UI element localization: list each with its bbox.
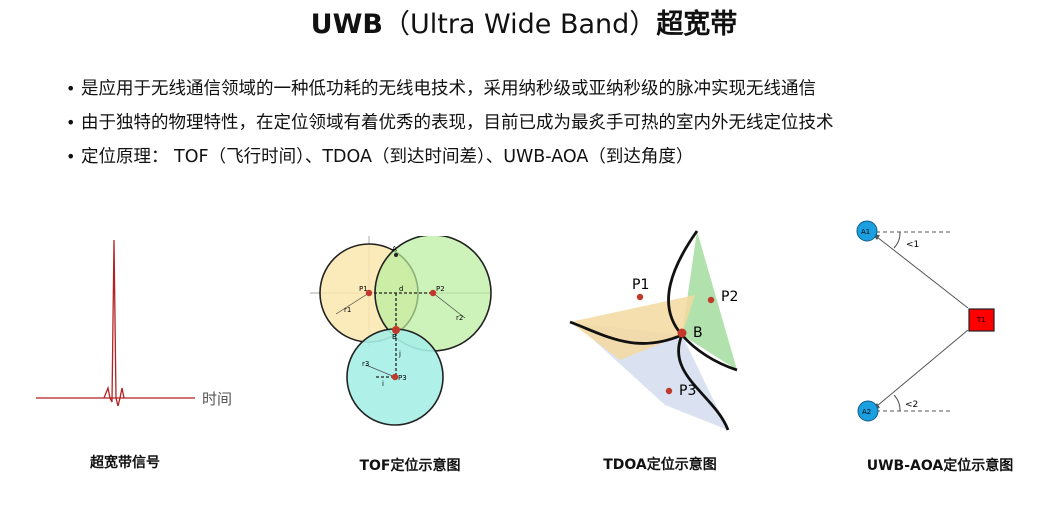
tdoa-label-p2: P2 <box>721 289 738 305</box>
tof-figure: A P1 P2 P3 d r1 r2 r3 i j B <box>310 236 492 426</box>
bullet-text: 是应用于无线通信领域的一种低功耗的无线电技术，采用纳秒级或亚纳秒级的脉冲实现无线… <box>81 79 816 99</box>
tof-label-a: A <box>392 245 397 253</box>
bullet-item: • 由于独特的物理特性，在定位领域有着优秀的表现，目前已成为最炙手可热的室内外无线… <box>66 106 834 140</box>
tdoa-label-b: B <box>693 325 703 341</box>
tdoa-point-p3 <box>665 387 673 395</box>
bullet-icon: • <box>66 147 76 166</box>
tof-label-p1: P1 <box>359 285 368 293</box>
tof-label-b: B <box>392 333 397 341</box>
bullet-icon: • <box>66 79 76 98</box>
title-prefix: UWB <box>310 9 383 40</box>
tdoa-figure: P1 P2 P3 B <box>569 230 738 431</box>
tof-label-d: d <box>399 285 403 293</box>
tof-label-r1: r1 <box>344 306 351 314</box>
tof-point-p1 <box>365 289 373 297</box>
tof-label-i: i <box>382 380 384 388</box>
tof-radius-r3 <box>365 364 396 378</box>
bullet-icon: • <box>66 113 76 132</box>
signal-axis-label: 时间 <box>202 390 232 408</box>
title-middle: （Ultra Wide Band） <box>382 9 657 40</box>
aoa-label-angle-1: <1 <box>906 240 919 250</box>
signal-pulse <box>103 239 125 407</box>
tof-radius-r2 <box>432 292 466 319</box>
aoa-anchor-a2 <box>857 400 879 422</box>
bullet-item: • 定位原理： TOF（飞行时间）、TDOA（到达时间差）、UWB-AOA（到达角… <box>66 140 834 174</box>
tdoa-region-orange <box>570 295 695 360</box>
bullet-list: • 是应用于无线通信领域的一种低功耗的无线电技术，采用纳秒级或亚纳秒级的脉冲实现无… <box>66 72 834 174</box>
tof-point-p2 <box>429 289 437 297</box>
tdoa-label-p1: P1 <box>632 277 649 293</box>
signal-caption: 超宽带信号 <box>90 455 160 471</box>
title-chinese: 超宽带 <box>656 9 738 40</box>
uwb-signal-figure: 时间 <box>36 239 232 408</box>
tof-label-p2: P2 <box>436 285 445 293</box>
aoa-caption: UWB-AOA定位示意图 <box>866 458 1014 474</box>
tof-radius-r1 <box>335 292 370 315</box>
aoa-ray-1 <box>876 236 969 309</box>
tdoa-point-p1 <box>636 293 644 301</box>
bullet-item: • 是应用于无线通信领域的一种低功耗的无线电技术，采用纳秒级或亚纳秒级的脉冲实现无… <box>66 72 834 106</box>
aoa-label-a2: A2 <box>862 408 871 416</box>
aoa-tag-t1 <box>968 308 995 332</box>
tdoa-label-p3: P3 <box>679 383 696 399</box>
tdoa-hyperbola-3 <box>677 334 730 431</box>
aoa-anchor-a1 <box>856 220 878 242</box>
aoa-angle-arc-2 <box>893 394 901 412</box>
tof-point-a <box>394 253 398 257</box>
tdoa-point-b <box>677 328 687 338</box>
aoa-label-t1: T1 <box>976 316 986 324</box>
aoa-label-angle-2: <2 <box>905 400 918 410</box>
tof-label-r3: r3 <box>362 360 369 368</box>
tof-point-p3 <box>391 373 399 381</box>
bullet-text: 由于独特的物理特性，在定位领域有着优秀的表现，目前已成为最炙手可热的室内外无线定… <box>81 113 834 133</box>
page-title: UWB（Ultra Wide Band）超宽带 <box>0 2 1048 41</box>
aoa-ray-2 <box>876 329 969 407</box>
tof-label-j: j <box>398 350 401 358</box>
tdoa-caption: TDOA定位示意图 <box>603 457 717 473</box>
tof-caption: TOF定位示意图 <box>359 458 461 474</box>
tdoa-hyperbola-2 <box>569 320 683 345</box>
aoa-angle-arc-1 <box>893 231 901 249</box>
tdoa-point-p2 <box>707 296 715 304</box>
tof-label-p3: P3 <box>398 374 407 382</box>
tof-point-b <box>392 326 400 334</box>
aoa-label-a1: A1 <box>861 228 870 236</box>
aoa-figure: A1 A2 T1 <1 <2 <box>856 220 995 422</box>
bullet-text: 定位原理： TOF（飞行时间）、TDOA（到达时间差）、UWB-AOA（到达角度… <box>81 147 694 167</box>
tof-label-r2: r2 <box>456 314 463 322</box>
